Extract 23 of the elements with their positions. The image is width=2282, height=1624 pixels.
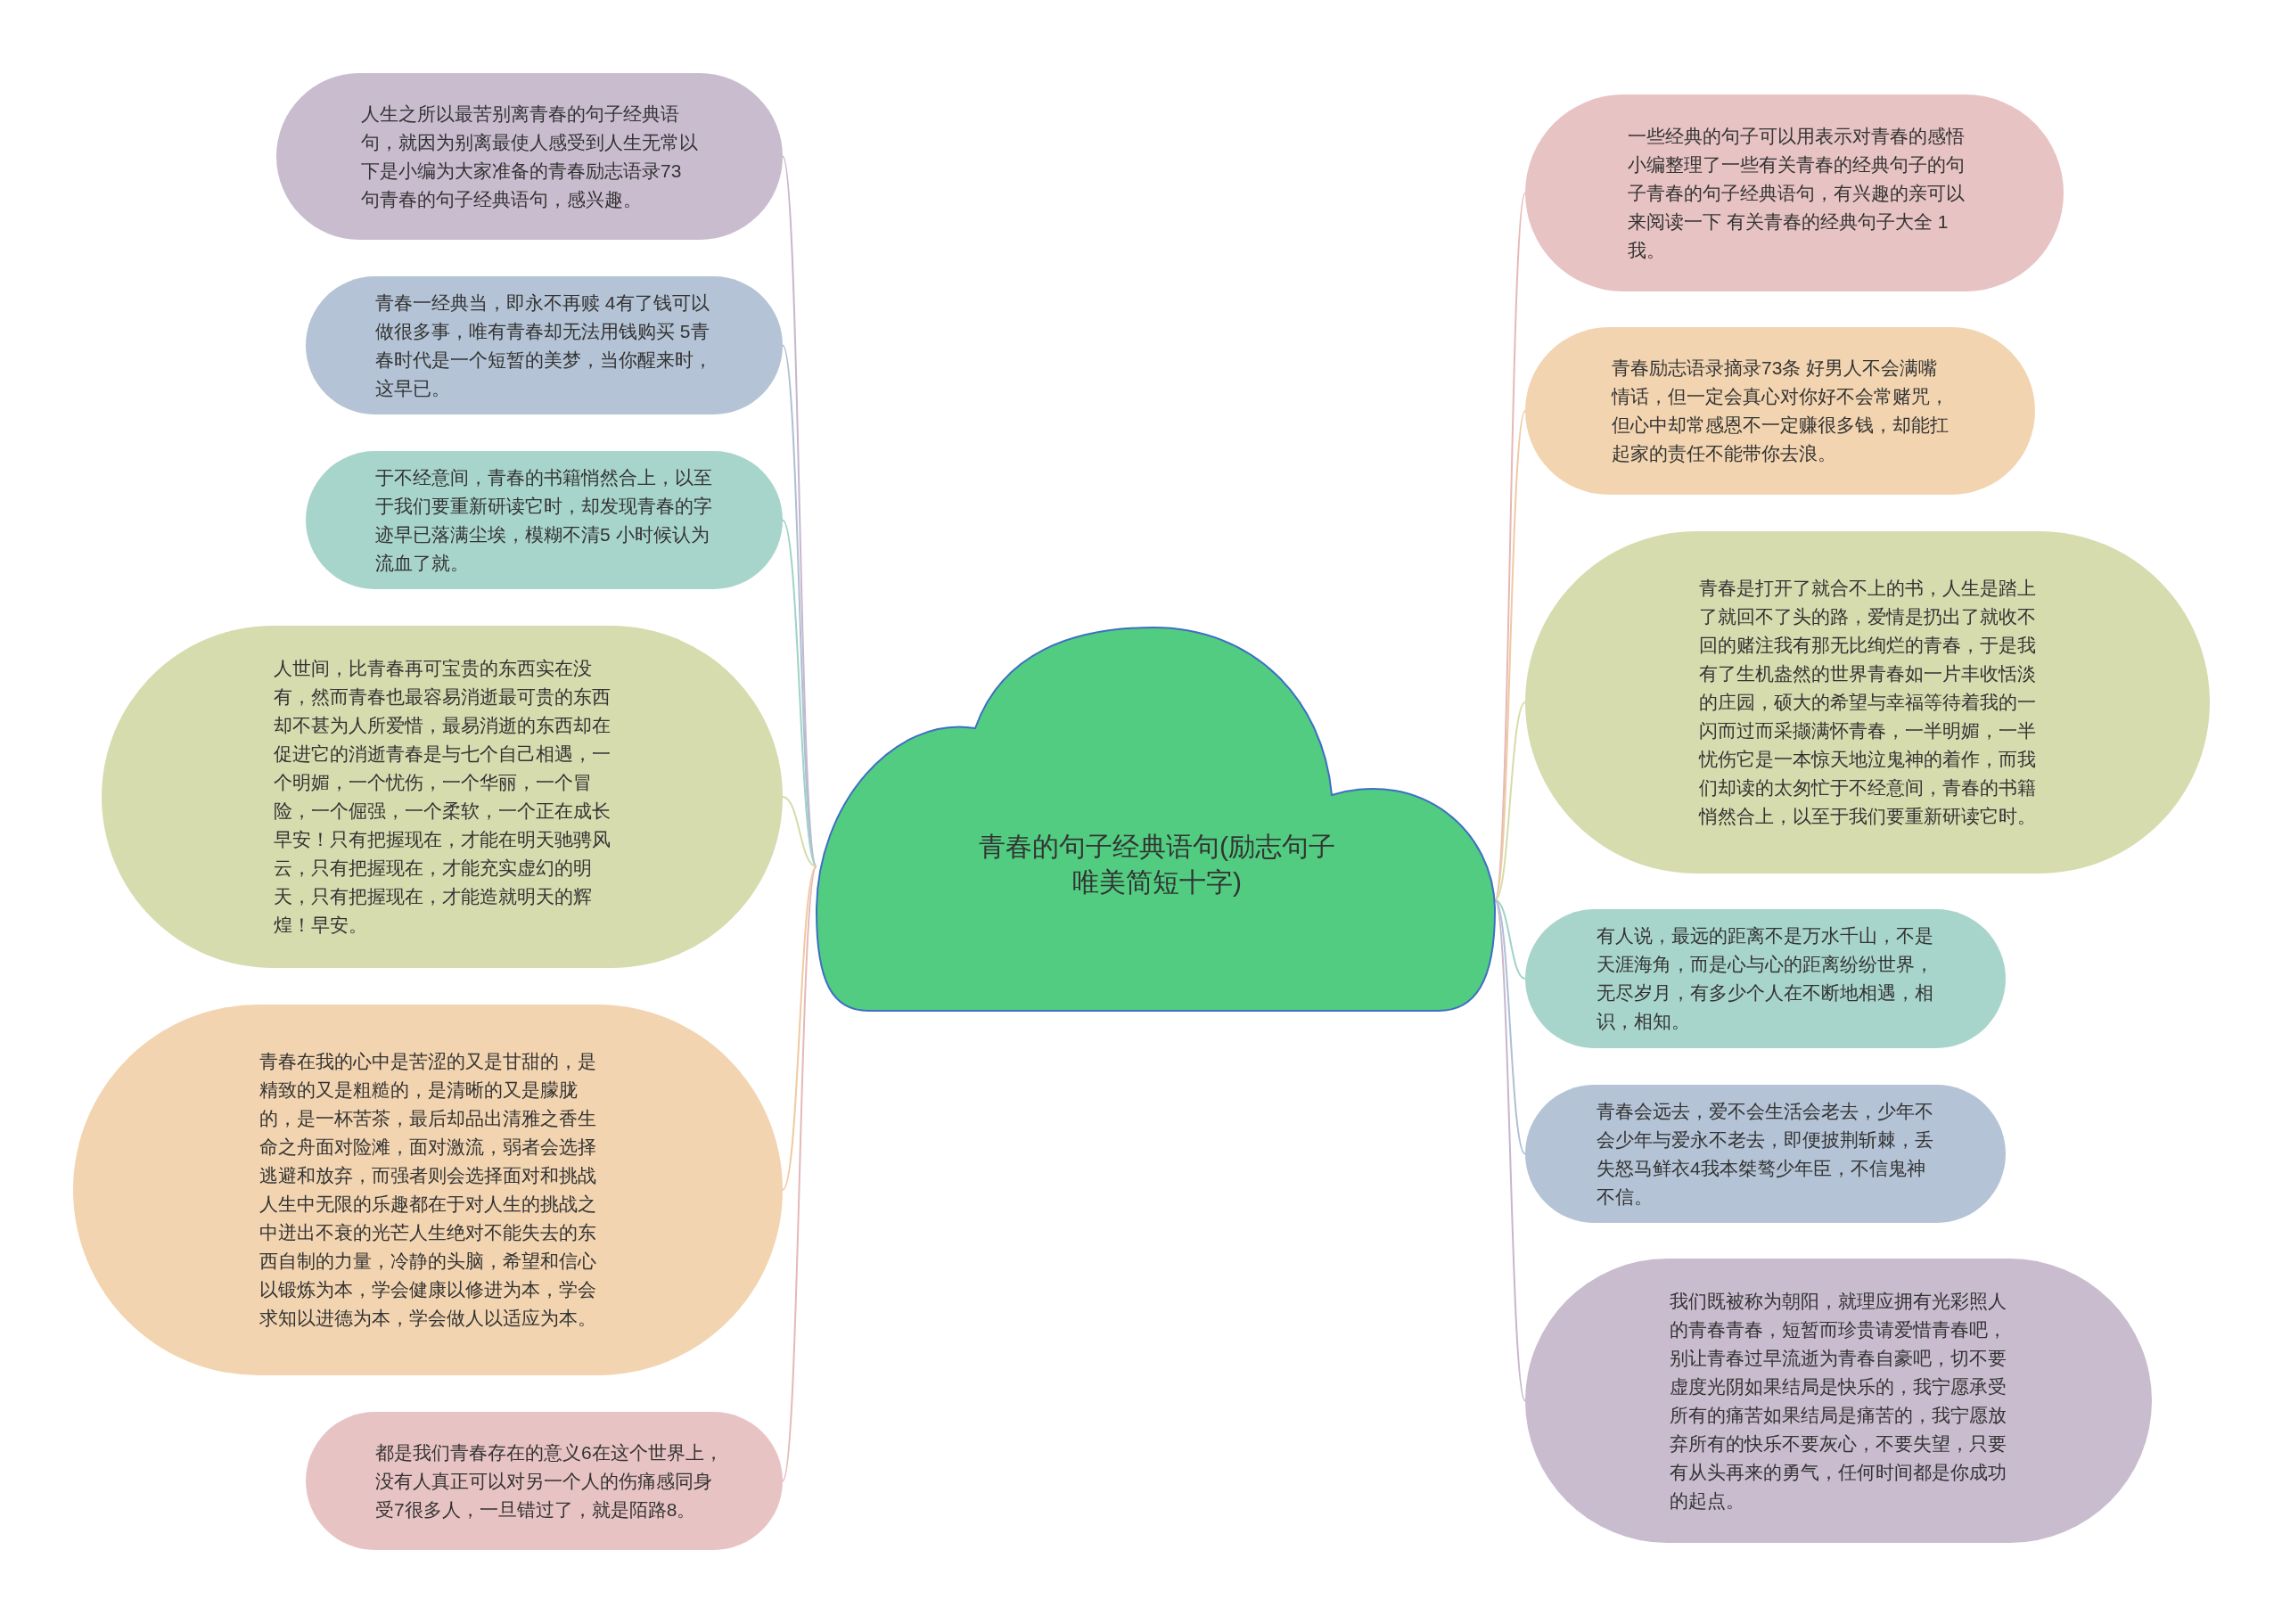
connector-line [1494, 899, 1526, 1402]
connector-line [782, 865, 817, 1191]
connector-line [782, 344, 817, 867]
connector-line [1494, 899, 1526, 980]
topic-text: 人世间，比青春再可宝贵的东西实在没有，然而青春也最容易消逝最可贵的东西却不甚为人所爱惜，最易消逝的东西却在促进它的消逝青春是与七个自己相遇，一个明媚，一个忧伤，一个华丽，一个冒险，一个倔强，一个柔软，一个正在成长早安！只有把握现在，才能在明天驰骋风云，只有把握现在，才能充实虚幻的明天，只有把握现在，才能造就明天的辉煌！早安。 [274, 657, 612, 937]
topic-title: 青春的句子经典语句(励志句子唯美简短十字) [979, 831, 1335, 898]
topic-text: 于不经意间，青春的书籍悄然合上，以至于我们要重新研读它时，却发现青春的字迹早已落满尘埃，模糊不清5 小时候认为流血了就。 [375, 465, 713, 575]
topic-text: 青春在我的心中是苦涩的又是甘甜的，是精致的又是粗糙的，是清晰的又是朦胧的，是一杯苦茶，最后却品出清雅之香生命之舟面对险滩，面对激流，弱者会选择逃避和放弃，而强者则会选择面对和挑战人生中无限的乐趣都在于对人生的挑战之中迸出不衰的光芒人生绝对不能失去的东西自制的力量，冷静的头脑，希望和信心以锻炼为本，学会健康以修进为本，学会求知以进德为本，学会做人以适应为本。 [259, 1050, 597, 1330]
topic-text: 有人说，最远的距离不是万水千山，不是天涯海角，而是心与心的距离纷纷世界，无尽岁月，有多少个人在不断地相遇，相识，相知。 [1597, 924, 1934, 1033]
topic-text: 青春一经典当，即永不再赎 4有了钱可以做很多事，唯有青春却无法用钱购买 5青春时代是一个短暂的美梦，当你醒来时，这早已。 [375, 291, 713, 400]
topic-text: 青春是打开了就合不上的书，人生是踏上了就回不了头的路，爱情是扔出了就收不回的赌注我有那无比绚烂的青春，于是我有了生机盎然的世界青春如一片丰收恬淡的庄园，硕大的希望与幸福等待着我的一闪而过而采撷满怀青春，一半明媚，一半忧伤它是一本惊天地泣鬼神的着作，而我们却读的太匆忙于不经意间，青春的书籍悄然合上，以至于我们要重新研读它时。 [1699, 577, 2037, 828]
topic-text: 人生之所以最苦别离青春的句子经典语句，就因为别离最使人感受到人生无常以下是小编为大家准备的青春励志语录73句青春的句子经典语句，感兴趣。 [361, 102, 699, 211]
connector-line [1494, 899, 1526, 1155]
topic-text: 青春会远去，爱不会生活会老去，少年不会少年与爱永不老去，即便披荆斩棘，丢失怒马鲜衣4我本桀骜少年臣，不信鬼神不信。 [1597, 1099, 1934, 1209]
connector-line [782, 796, 817, 867]
topic-text: 都是我们青春存在的意义6在这个世界上，没有人真正可以对另一个人的伤痛感同身受7很多人，一旦错过了，就是陌路8。 [375, 1440, 724, 1521]
connector-line [1494, 410, 1526, 901]
topic-text: 一些经典的句子可以用表示对青春的感悟小编整理了一些有关青春的经典句子的句子青春的句子经典语句，有兴趣的亲可以来阅读一下 有关青春的经典句子大全 1 我。 [1628, 124, 1966, 262]
connector-line [782, 519, 817, 867]
connector-line [782, 865, 817, 1482]
topic-text: 我们既被称为朝阳，就理应拥有光彩照人的青春青春，短暂而珍贵请爱惜青春吧，别让青春过早流逝为青春自豪吧，切不要虚度光阴如果结局是快乐的，我宁愿承受所有的痛苦如果结局是痛苦的，我宁愿放弃所有的快乐不要灰心，不要失望，只要有从头再来的勇气，任何时间都是你成功的起点。 [1670, 1289, 2007, 1513]
topic-text: 青春励志语录摘录73条 好男人不会满嘴情话，但一定会真心对你好不会常赌咒，但心中却常感恩不一定赚很多钱，却能扛起家的责任不能带你去浪。 [1612, 357, 1950, 465]
connector-line [1494, 701, 1526, 901]
